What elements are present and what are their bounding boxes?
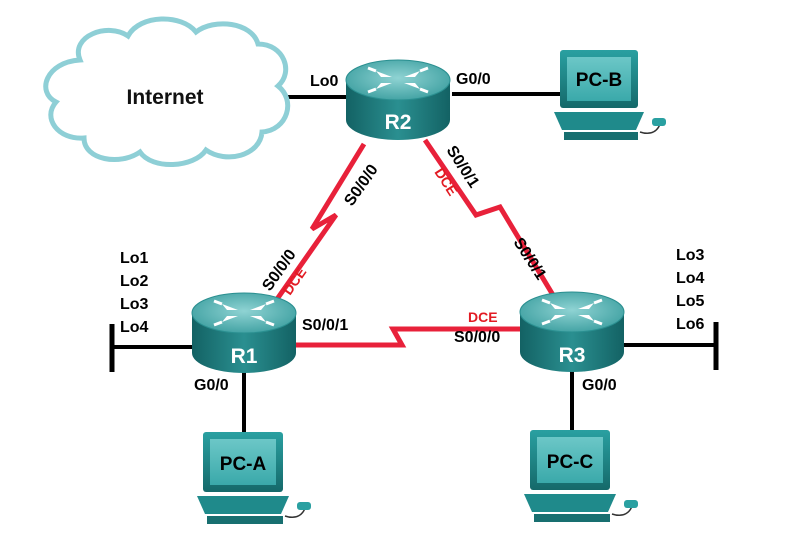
router-name: R3 — [559, 344, 586, 367]
port-label-r3-g00: G0/0 — [582, 377, 617, 394]
loopback-label-r1-1: Lo2 — [120, 273, 149, 290]
loopback-label-r3-0: Lo3 — [676, 247, 705, 264]
serial-link-r1-r3 — [296, 326, 520, 348]
port-label-r2-g00: G0/0 — [456, 71, 491, 88]
pc-name: PC-B — [576, 70, 622, 91]
port-label-r3-s000: S0/0/0 — [454, 329, 500, 346]
internet-cloud: Internet — [43, 16, 291, 167]
loopback-label-r1-2: Lo3 — [120, 296, 149, 313]
pc-c[interactable]: PC-C — [524, 430, 638, 522]
loopback-label-r1-3: Lo4 — [120, 319, 149, 336]
loopback-label-r3-3: Lo6 — [676, 316, 705, 333]
serial-link-r1-r2 — [265, 142, 367, 314]
serial-link-r2-r3 — [422, 138, 559, 302]
dce-label-r3-s000: DCE — [468, 309, 498, 325]
loopback-label-r3-1: Lo4 — [676, 270, 705, 287]
pc-b[interactable]: PC-B — [554, 50, 666, 140]
cloud-icon — [43, 16, 291, 167]
router-r2[interactable]: R2 — [345, 59, 451, 140]
router-name: R2 — [385, 111, 412, 134]
port-label-r2-lo0: Lo0 — [310, 73, 339, 90]
router-r3[interactable]: R3 — [519, 291, 625, 372]
port-label-r1-g00: G0/0 — [194, 377, 229, 394]
links — [109, 92, 719, 432]
pc-name: PC-C — [547, 452, 594, 473]
cloud-label: Internet — [126, 86, 203, 109]
loopback-label-r3-2: Lo5 — [676, 293, 705, 310]
port-label-r1-s001: S0/0/1 — [302, 317, 348, 334]
router-name: R1 — [231, 345, 258, 368]
router-r1[interactable]: R1 — [191, 292, 297, 373]
port-label-r3-s001: S0/0/1 — [510, 235, 550, 283]
loopback-label-r1-0: Lo1 — [120, 250, 149, 267]
pc-name: PC-A — [220, 454, 267, 475]
pc-a[interactable]: PC-A — [197, 432, 311, 524]
